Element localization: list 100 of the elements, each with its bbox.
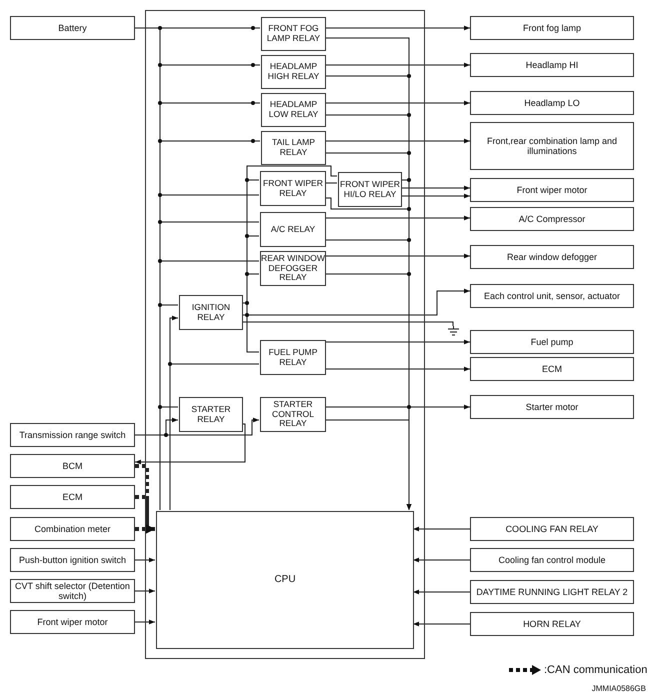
- node-label: FRONT WIPER RELAY: [262, 178, 324, 198]
- relay-box: [260, 171, 326, 206]
- component-box: [470, 517, 634, 541]
- relay-box: [260, 212, 326, 247]
- component-box: [470, 245, 634, 269]
- node-label: Front fog lamp: [522, 22, 582, 34]
- node-label: DAYTIME RUNNING LIGHT RELAY 2: [476, 586, 628, 598]
- node-label: FRONT FOG LAMP RELAY: [266, 24, 322, 44]
- relay-box: [261, 55, 326, 89]
- node-label: CVT shift selector (Detention switch): [14, 580, 131, 602]
- component-box: [470, 91, 634, 115]
- wire-line: [324, 216, 470, 220]
- node-label: Headlamp HI: [526, 60, 578, 70]
- node-label: Fuel pump: [530, 336, 574, 348]
- cpu-box: [156, 511, 414, 649]
- component-box: [10, 517, 135, 541]
- node-label: FUEL PUMP RELAY: [268, 348, 318, 368]
- node-label: Each control unit, sensor, actuator: [484, 290, 620, 302]
- figure-id: JMMIA0586GB: [592, 684, 646, 693]
- ground-symbol: [447, 326, 460, 336]
- node-label: Battery: [58, 22, 87, 34]
- component-box: [470, 178, 634, 202]
- node-label: FRONT WIPER HI/LO RELAY: [339, 180, 401, 200]
- component-box: [10, 579, 135, 603]
- relay-box: [261, 131, 326, 165]
- relay-box: [179, 295, 243, 330]
- wire-line: [324, 420, 412, 510]
- component-box: [470, 207, 634, 231]
- component-box: [10, 16, 135, 40]
- node-label: Front,rear combination lamp and illuminations: [486, 136, 618, 156]
- component-box: [10, 485, 135, 509]
- component-box: [470, 330, 634, 354]
- wire-line: [134, 558, 156, 562]
- relay-box: [338, 172, 402, 207]
- node-label: REAR WINDOW DEFOGGER RELAY: [261, 254, 325, 284]
- relay-box: [260, 397, 326, 432]
- relay-box: [179, 397, 243, 432]
- component-box: [470, 53, 634, 77]
- node-label: A/C RELAY: [270, 224, 316, 234]
- wire-line: [412, 558, 470, 562]
- wire-line: [324, 62, 470, 68]
- node-label: HORN RELAY: [523, 618, 581, 630]
- wire-line: [400, 194, 470, 198]
- node-label: Starter motor: [526, 402, 578, 412]
- wire-line: [324, 404, 470, 410]
- component-box: [10, 423, 135, 447]
- wire-line: [412, 590, 470, 594]
- wire-line: [324, 100, 470, 106]
- node-label: Combination meter: [34, 524, 111, 534]
- can-bus-line: [135, 495, 155, 534]
- node-label: Headlamp LO: [524, 98, 580, 108]
- component-box: [470, 16, 634, 40]
- wire-line: [324, 366, 470, 372]
- node-label: Transmission range switch: [19, 430, 126, 440]
- node-label: ECM: [62, 492, 82, 502]
- wire-line: [242, 288, 470, 316]
- wire-line: [412, 622, 470, 626]
- control-unit-frame: [145, 10, 425, 659]
- component-box: [10, 548, 135, 572]
- node-label: IGNITION RELAY: [190, 302, 232, 322]
- node-label: CPU: [274, 574, 296, 586]
- node-label: HEADLAMP HIGH RELAY: [266, 62, 320, 82]
- relay-box: [260, 340, 326, 375]
- wire-line: [400, 186, 470, 190]
- wire-line: [242, 322, 454, 326]
- node-label: Front wiper motor: [37, 616, 108, 628]
- node-label: A/C Compressor: [518, 214, 586, 224]
- node-label: STARTER RELAY: [190, 404, 232, 424]
- wire-line: [412, 526, 470, 532]
- wire-line: [324, 138, 470, 144]
- component-box: [470, 548, 634, 572]
- node-label: Front wiper motor: [516, 184, 588, 196]
- node-label: BCM: [62, 460, 82, 472]
- node-label: STARTER CONTROL RELAY: [270, 400, 316, 430]
- node-label: Push-button ignition switch: [18, 554, 126, 566]
- wire-line: [134, 424, 246, 464]
- component-box: [470, 122, 634, 170]
- node-label: Rear window defogger: [506, 252, 598, 262]
- wire-line: [242, 302, 260, 352]
- component-box: [10, 610, 135, 634]
- wire-line: [324, 26, 470, 30]
- wire-line: [324, 254, 470, 258]
- relay-box: [261, 93, 326, 127]
- wire-line: [134, 620, 156, 624]
- component-box: [470, 580, 634, 604]
- relay-box: [261, 17, 326, 51]
- node-label: ECM: [542, 364, 562, 374]
- component-box: [10, 454, 135, 478]
- legend-label: :CAN communication: [544, 664, 648, 676]
- can-bus-line: [135, 524, 155, 534]
- wire-line: [324, 340, 470, 344]
- wire-line: [134, 418, 260, 436]
- wire-line: [324, 182, 338, 184]
- component-box: [470, 395, 634, 419]
- component-box: [470, 612, 634, 636]
- component-box: [470, 284, 634, 308]
- node-label: COOLING FAN RELAY: [506, 524, 598, 534]
- node-label: HEADLAMP LOW RELAY: [268, 100, 320, 120]
- node-label: Cooling fan control module: [498, 554, 606, 566]
- wire-line: [134, 588, 156, 594]
